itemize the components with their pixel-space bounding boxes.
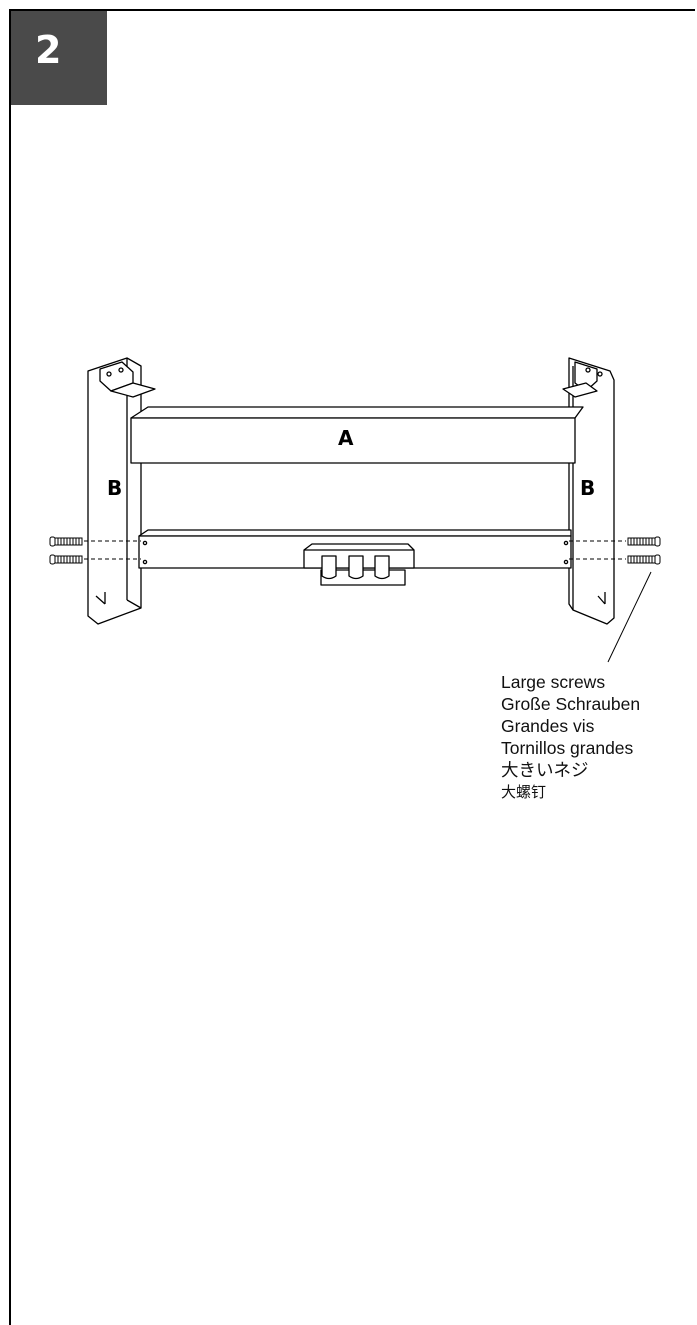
back-board bbox=[130, 406, 584, 464]
screw-callout: Large screws Große Schrauben Grandes vis… bbox=[501, 671, 640, 803]
callout-de: Große Schrauben bbox=[501, 694, 641, 714]
page-frame bbox=[9, 9, 695, 1325]
screw-left-bottom bbox=[49, 554, 83, 565]
screw-left-top bbox=[49, 536, 83, 547]
part-b-right-label: B bbox=[580, 476, 595, 500]
callout-fr: Grandes vis bbox=[501, 716, 595, 736]
left-side-panel bbox=[87, 357, 156, 625]
callout-leader bbox=[607, 571, 652, 663]
callout-en: Large screws bbox=[501, 672, 606, 692]
part-b-left-label: B bbox=[107, 476, 122, 500]
step-number: 2 bbox=[35, 28, 62, 72]
callout-zh: 大螺钉 bbox=[501, 783, 547, 801]
callout-es: Tornillos grandes bbox=[501, 738, 634, 758]
screw-right-bottom bbox=[627, 554, 661, 565]
step-badge: 2 bbox=[11, 11, 107, 105]
pedal-unit bbox=[303, 543, 415, 586]
callout-ja: 大きいネジ bbox=[501, 760, 589, 780]
part-a-label: A bbox=[338, 426, 354, 450]
screw-right-top bbox=[627, 536, 661, 547]
right-side-panel bbox=[562, 357, 615, 625]
